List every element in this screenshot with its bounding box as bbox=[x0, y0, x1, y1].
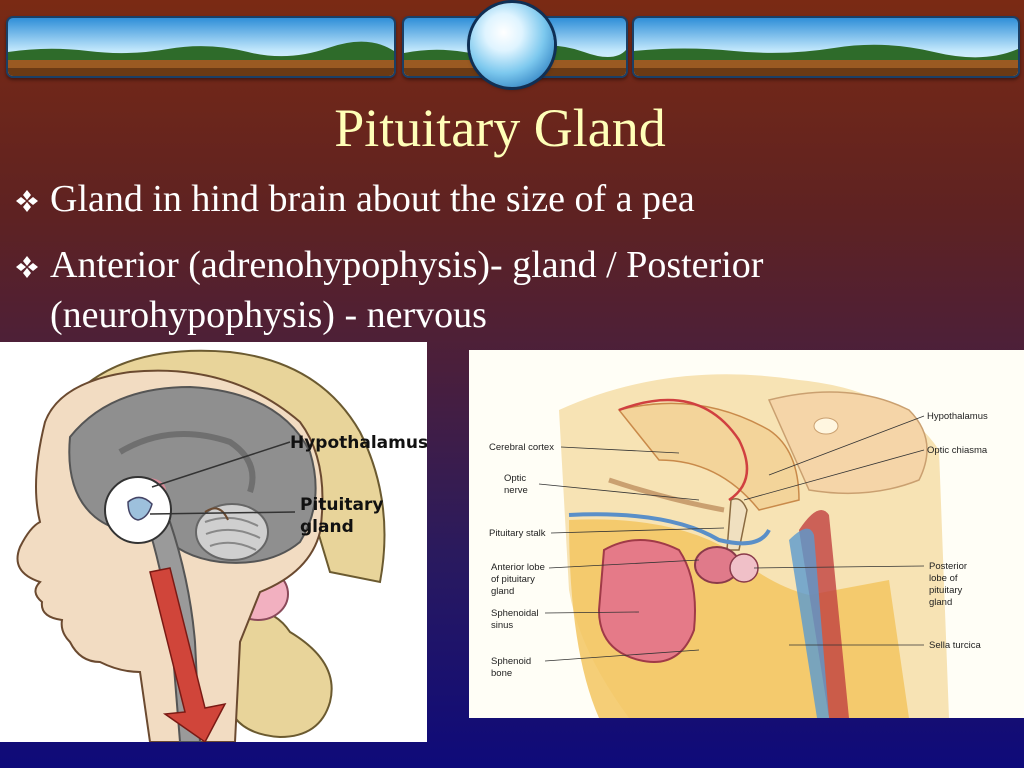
label-cerebral-cortex: Cerebral cortex bbox=[489, 442, 554, 453]
label-hypothalamus-right: Hypothalamus bbox=[927, 411, 988, 422]
slide-title: Pituitary Gland bbox=[334, 98, 666, 158]
head-profile-illustration: Hypothalamus Pituitary gland bbox=[0, 342, 427, 742]
bullet-text: Anterior (adrenohypophysis)- gland / Pos… bbox=[50, 244, 764, 336]
label-pituitary-stalk: Pituitary stalk bbox=[489, 528, 546, 539]
bullet-text: Gland in hind brain about the size of a … bbox=[50, 178, 695, 220]
header-banner-right bbox=[632, 16, 1020, 78]
four-diamond-bullet-icon bbox=[16, 256, 38, 278]
bullet-item: Anterior (adrenohypophysis)- gland / Pos… bbox=[12, 240, 1012, 340]
label-pituitary: Pituitary bbox=[300, 495, 383, 515]
four-diamond-bullet-icon bbox=[16, 190, 38, 212]
bullet-list: Gland in hind brain about the size of a … bbox=[12, 174, 1012, 340]
label-optic-chiasma: Optic chiasma bbox=[927, 445, 988, 456]
label-sella-turcica: Sella turcica bbox=[929, 640, 981, 651]
bullet-item: Gland in hind brain about the size of a … bbox=[12, 174, 1012, 224]
label-gland: gland bbox=[300, 517, 354, 537]
header-banner-left bbox=[6, 16, 396, 78]
label-hypothalamus: Hypothalamus bbox=[290, 433, 427, 453]
globe-icon bbox=[470, 3, 554, 87]
